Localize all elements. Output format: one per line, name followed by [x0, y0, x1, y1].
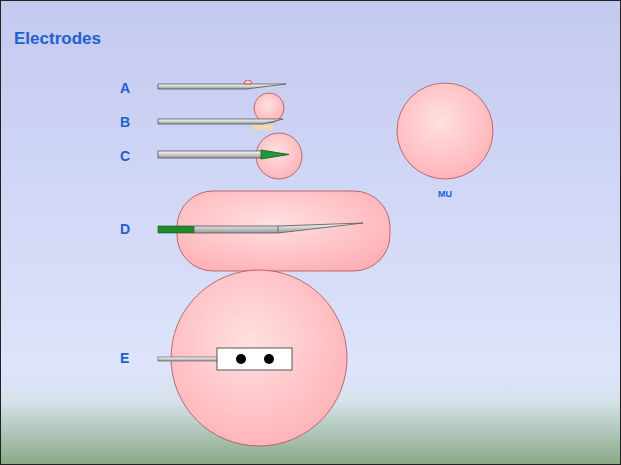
electrode-letter: B	[120, 114, 130, 130]
motor-unit-circle: MU	[395, 81, 495, 207]
circle-outline	[395, 81, 495, 207]
electrode-letter: D	[120, 221, 130, 237]
electrode-c	[158, 133, 302, 179]
electrode-b	[158, 93, 284, 130]
slide-title: Electrodes	[14, 29, 101, 49]
electrode-e	[158, 270, 347, 446]
electrode-letter: C	[120, 148, 130, 164]
electrode-letter: E	[120, 350, 129, 366]
electrode-a	[158, 80, 286, 89]
electrode-letter: A	[120, 80, 130, 96]
node-label: MU	[438, 189, 452, 199]
electrode-d	[158, 191, 390, 271]
